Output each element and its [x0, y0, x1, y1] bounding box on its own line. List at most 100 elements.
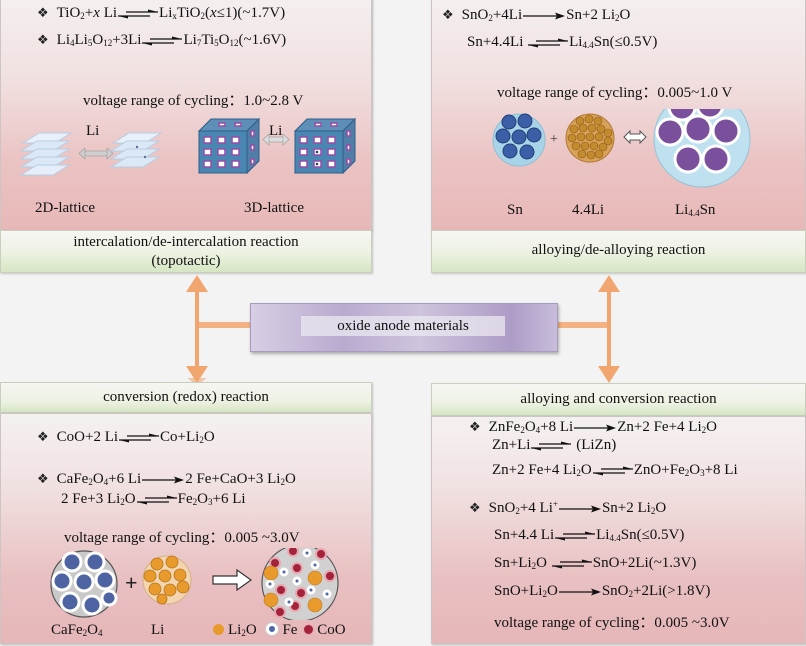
eq-sub: 2 — [192, 497, 198, 507]
eq-text: Fe — [177, 491, 193, 507]
eq-text: +2Li(>1.8V) — [633, 583, 711, 599]
eq-text: O — [124, 491, 136, 507]
eq-text: Ti — [201, 32, 215, 48]
bullet-icon: ❖ — [37, 6, 49, 21]
coo-legend-icon — [303, 624, 315, 635]
oxide-anode-materials-box: oxide anode materials — [250, 303, 558, 352]
conversion-header: conversion (redox) reaction — [0, 382, 372, 413]
eq-sub: 2 — [531, 561, 537, 571]
eq-text: +8 Li — [540, 419, 574, 435]
plus-sign: + — [125, 570, 138, 595]
li-label-2d: Li — [86, 123, 100, 139]
alloying-label-text: alloying/de-alloying reaction — [531, 242, 706, 258]
eq-text: SnO+2Li(~1.3V) — [592, 555, 697, 571]
eq-sub: 2 — [615, 13, 620, 23]
alloying-illustration: + — [492, 109, 751, 188]
cafe-text: O — [87, 622, 99, 638]
eq-text: O — [92, 471, 104, 487]
eq-sub: 5 — [87, 38, 93, 48]
eq-sub: 4.4 — [609, 533, 621, 543]
bullet-icon: ❖ — [442, 8, 454, 23]
li-particle — [142, 555, 192, 605]
3d-lattice-cube-right — [293, 117, 357, 175]
eq-sub: 2 — [200, 11, 206, 21]
conversion-header-text: conversion (redox) reaction — [103, 389, 269, 405]
bullet-icon: ❖ — [37, 472, 49, 487]
eq-text: Co+Li — [160, 429, 200, 445]
intercalation-label-line1: intercalation/de-intercalation reaction — [73, 234, 299, 250]
eq-text: O — [689, 462, 701, 478]
oxide-anode-materials-title: oxide anode materials — [301, 316, 505, 336]
eq-text: (~1.6V) — [238, 32, 287, 48]
forward-hollow-arrow-icon — [212, 568, 253, 592]
equation-sn-li: Sn+4.4Li Li4.4Sn(≤0.5V) — [467, 34, 657, 51]
li-label-3d: Li — [269, 123, 283, 139]
2d-lattice-label: 2D-lattice — [35, 200, 95, 216]
eq-text: O — [706, 419, 717, 435]
eq-sub: 4 — [70, 38, 75, 48]
eq-text: TiO — [56, 5, 81, 21]
legend-li2o-text: O — [245, 622, 257, 638]
legend: Li2O Fe CoO — [213, 622, 346, 639]
bullet-icon: ❖ — [37, 430, 49, 445]
cafe-sub: 4 — [98, 628, 103, 638]
top-center-arrow-tips — [187, 378, 207, 385]
alloying-conversion-header-text: alloying and conversion reaction — [520, 391, 717, 407]
eq-text: Zn+2 Fe+4 Li — [617, 419, 702, 435]
eq-text: +4Li — [492, 7, 523, 23]
eq-text: O — [203, 429, 215, 445]
voltage-range: voltage range of cycling：0.005~1.0 V — [497, 85, 733, 101]
eq-sub: 7 — [196, 38, 202, 48]
bullet-icon: ❖ — [469, 420, 481, 435]
eq-text: O — [580, 462, 592, 478]
equilibrium-arrows-icon — [137, 495, 177, 505]
alloying-label: alloying/de-alloying reaction — [431, 230, 806, 273]
eq-text: (LiZn) — [576, 437, 617, 453]
cafe2o4-label: CaFe2O4 — [51, 622, 103, 639]
sn-particle — [492, 113, 546, 167]
eq-text: O — [197, 491, 208, 507]
bullet-icon: ❖ — [469, 501, 481, 516]
sn-label: Sn — [507, 202, 523, 218]
li44sn-particle — [653, 109, 751, 188]
forward-arrow-icon — [523, 11, 565, 21]
bullet-icon: ❖ — [37, 33, 49, 48]
eq-sub: 3 — [207, 497, 213, 507]
eq-text: O — [546, 583, 558, 599]
eq-sub: 2 — [120, 497, 125, 507]
eq-sub: x — [172, 11, 177, 21]
2d-lattice-illustration — [19, 132, 163, 176]
li44sn-sub: 4.4 — [688, 208, 700, 218]
eq-text: x — [210, 5, 217, 21]
cafe-text: CaFe — [51, 622, 83, 638]
right-double-arrow — [556, 275, 620, 383]
eq-text: TiO — [176, 5, 201, 21]
equilibrium-arrows-icon — [531, 441, 571, 451]
eq-text: SnO — [488, 500, 516, 516]
forward-arrow-icon — [142, 475, 184, 485]
voltage-range: voltage range of cycling：0.005 ~3.0V — [64, 530, 300, 546]
eq-sub: 2 — [520, 425, 525, 435]
eq-text: O — [524, 419, 536, 435]
forward-arrow-icon — [559, 587, 601, 597]
eq-sub: 2 — [576, 468, 581, 478]
li-label: Li — [151, 622, 165, 638]
eq-text: +6 Li — [108, 471, 142, 487]
eq-sub: 2 — [701, 425, 707, 435]
eq-text: O — [92, 32, 104, 48]
equilibrium-arrows-icon — [552, 559, 592, 569]
eq-sub: 4 — [535, 425, 541, 435]
eq-sub: 2 — [628, 589, 634, 599]
eq-text: O — [536, 555, 547, 571]
eq-sub: 12 — [229, 38, 239, 48]
eq-sub: 2 — [515, 506, 520, 516]
forward-arrow-icon — [559, 504, 601, 514]
eq-text: x — [93, 5, 100, 21]
